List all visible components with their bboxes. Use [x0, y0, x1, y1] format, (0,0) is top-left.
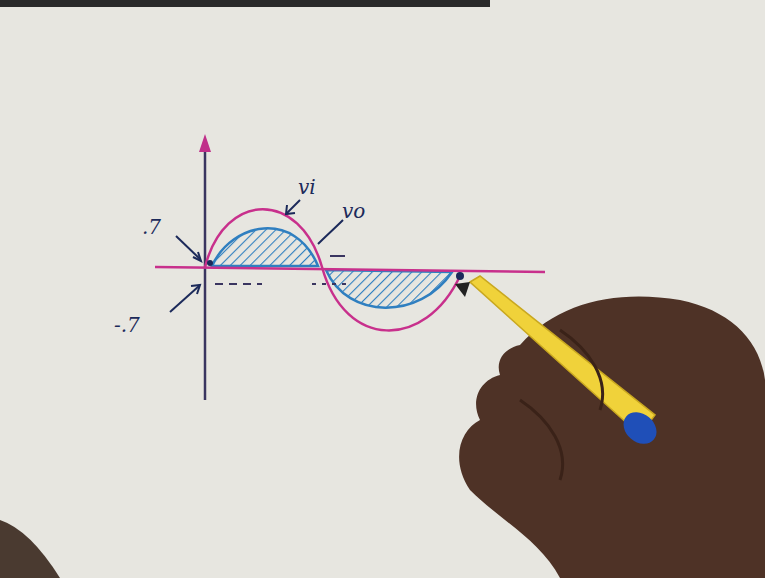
top-edge — [0, 0, 490, 7]
hand — [459, 296, 765, 578]
signal-label: -.7 — [112, 314, 142, 336]
marker-dot — [207, 260, 213, 266]
signal-label: vo — [340, 200, 367, 222]
marker-tip — [455, 282, 470, 297]
vo-positive-lobe — [212, 228, 318, 266]
threshold-dash — [330, 255, 345, 257]
threshold-dash — [215, 283, 262, 285]
finger-crease — [520, 400, 563, 480]
leader-line — [170, 286, 199, 312]
threshold-dash — [312, 283, 350, 285]
leader-arrow — [191, 285, 200, 294]
marker-body — [470, 276, 655, 435]
marker-dot — [456, 272, 464, 280]
leader-arrow — [286, 205, 295, 214]
signal-label: .7 — [140, 216, 163, 238]
finger-crease — [560, 330, 603, 410]
axis-arrow — [199, 134, 211, 152]
leader-line — [287, 200, 300, 213]
leader-arrow — [193, 252, 201, 261]
signal-label: vi — [296, 176, 318, 198]
corner-shadow — [0, 520, 60, 578]
leader-line — [176, 236, 200, 259]
marker-cap — [617, 406, 663, 451]
x-axis — [155, 267, 545, 272]
y-axis — [204, 150, 207, 400]
vo-negative-lobe — [326, 270, 452, 308]
leader-line — [318, 220, 343, 244]
